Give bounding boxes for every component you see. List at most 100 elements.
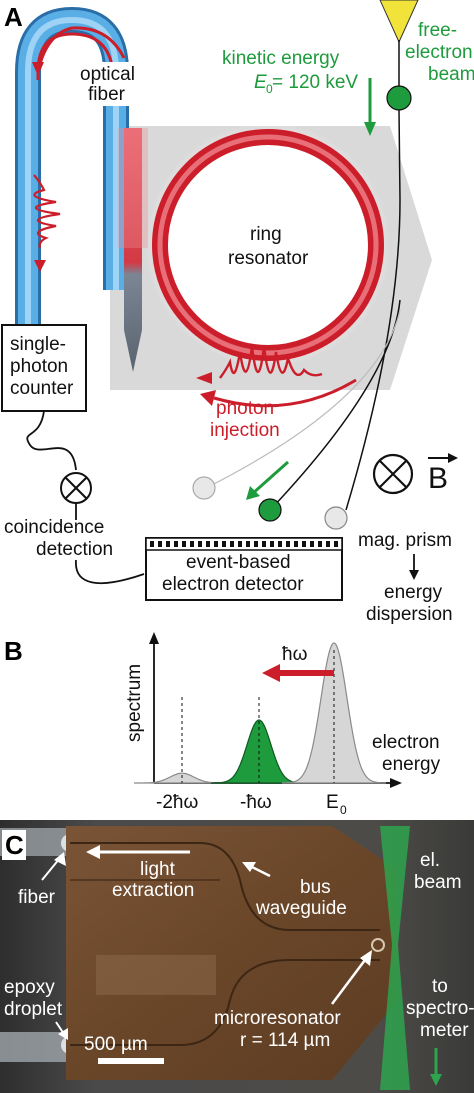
ring-wave-packet	[219, 345, 323, 379]
optical-fiber-label-bg	[72, 62, 130, 106]
detector-pixel	[190, 541, 194, 547]
ring-wave-arrow	[196, 372, 212, 384]
detector-pixel	[318, 541, 322, 547]
to-spectro-label-3: meter	[420, 1020, 469, 1041]
b-field-x2	[379, 460, 407, 488]
ring-resonator-inner	[157, 134, 379, 356]
detector-pixel	[238, 541, 242, 547]
bus-waveguide-arrow-head	[242, 862, 256, 872]
detector-pixel	[174, 541, 178, 547]
free-electron-label-2: electron	[405, 42, 473, 63]
electron-gun	[379, 0, 419, 44]
chip	[66, 826, 398, 1080]
epoxy-arrow-head	[58, 1028, 68, 1040]
scale-bar-label: 500 µm	[84, 1034, 148, 1055]
x-axis-head	[390, 778, 402, 788]
tick-minus2: -2ħω	[156, 792, 198, 813]
photon-injection-arrow	[213, 378, 357, 408]
detector-pixels	[150, 541, 338, 547]
fiber-wave-packet	[33, 174, 61, 249]
el-beam-label-2: beam	[414, 872, 462, 893]
fiber-tip	[124, 128, 142, 372]
tick-e0-subscript: 0	[340, 803, 347, 817]
panel-a-letter: A	[4, 2, 23, 32]
detector-pixel	[214, 541, 218, 547]
beam-path-minus2	[205, 309, 401, 489]
fiber-wave-arrow	[34, 260, 46, 272]
x-axis-label-1: electron	[372, 732, 440, 753]
photon-injection-label-1: photon	[216, 398, 274, 419]
kinetic-energy-label: kinetic energy	[222, 48, 340, 69]
fiber-flow-arrow-head	[32, 62, 44, 76]
epoxy-label-1: epoxy	[4, 977, 55, 998]
coincidence-x2	[65, 477, 87, 499]
free-electron-label-1: free-	[418, 20, 457, 41]
detector-pixel	[270, 541, 274, 547]
electron-minus1	[258, 498, 282, 522]
electron-e0	[324, 506, 348, 530]
detector-pixel	[182, 541, 186, 547]
x-axis-label-2: energy	[382, 754, 441, 775]
bus-waveguide-label-2: waveguide	[255, 898, 347, 919]
optical-fiber-label-1: optical	[80, 64, 135, 85]
detector-pixel	[262, 541, 266, 547]
electron-minus2	[192, 476, 216, 500]
bus-waveguide-bottom	[70, 959, 380, 1046]
panel-a: A optical fiber ring resonator	[1, 0, 474, 625]
detector-pixel	[166, 541, 170, 547]
prism-arrow-head	[409, 570, 419, 580]
fiber-flow-arrow	[36, 32, 114, 80]
detector-pixel	[198, 541, 202, 547]
detector-label-1: event-based	[186, 552, 291, 573]
to-spectro-label-1: to	[432, 976, 448, 997]
coincidence-label-2: detection	[36, 539, 113, 560]
electron-beam-hourglass	[380, 826, 410, 1090]
electron-green-arrow-head	[246, 486, 260, 500]
b-field-label: B	[428, 462, 448, 495]
kinetic-energy-symbol: E	[254, 72, 267, 93]
fiber-glass-bottom	[0, 1032, 70, 1062]
detector-pixel	[302, 541, 306, 547]
kinetic-energy-arrow-head	[364, 122, 376, 136]
ring-label-1: ring	[250, 224, 282, 245]
detector-pixel	[150, 541, 154, 547]
counter-cable	[26, 410, 77, 471]
single-photon-counter	[1, 324, 87, 412]
bus-waveguide-label-1: bus	[300, 877, 331, 898]
light-extraction-arrow-head	[86, 845, 100, 859]
fiber-tip-glow	[118, 128, 148, 248]
coincidence-label-1: coincidence	[4, 517, 104, 538]
b-vector-head	[448, 453, 458, 463]
free-electron-label-3: beam	[428, 64, 474, 85]
photon-injection-label-2: injection	[210, 420, 280, 441]
detector-pixel	[246, 541, 250, 547]
to-spectro-label-2: spectro-	[406, 998, 474, 1019]
detector-pixel	[334, 541, 338, 547]
fiber-label: fiber	[18, 887, 56, 908]
detector-pixel	[206, 541, 210, 547]
ring-label-2: resonator	[228, 248, 309, 269]
fiber-label-arrow	[41, 857, 61, 881]
detector-pixel	[254, 541, 258, 547]
chip-engraving	[96, 955, 216, 995]
spc-label-1: single-	[10, 334, 66, 355]
photon-energy-arrow-head	[262, 664, 280, 682]
el-beam-label-1: el.	[420, 850, 440, 871]
microresonator-label-1: microresonator	[214, 1008, 341, 1029]
tick-minus1: -ħω	[240, 792, 272, 813]
detector-pixel	[326, 541, 330, 547]
detector-pixel	[286, 541, 290, 547]
electron-incoming	[386, 85, 412, 111]
fiber-flow-arc	[36, 26, 126, 73]
scale-bar	[98, 1058, 164, 1064]
light-extraction-label-2: extraction	[112, 880, 194, 901]
beam-path-e0	[345, 109, 401, 511]
detector-pixel-bar	[145, 537, 343, 551]
panel-c: C C fiber light extraction bus waveguide…	[0, 820, 474, 1093]
photon-energy-label: ħω	[282, 644, 308, 665]
panel-b: B spectrum ħω electron energy -2ħω -ħω E…	[4, 632, 441, 817]
optical-fiber	[14, 6, 129, 325]
microresonator-arrow	[331, 955, 369, 1005]
bus-waveguide-top	[70, 842, 380, 931]
